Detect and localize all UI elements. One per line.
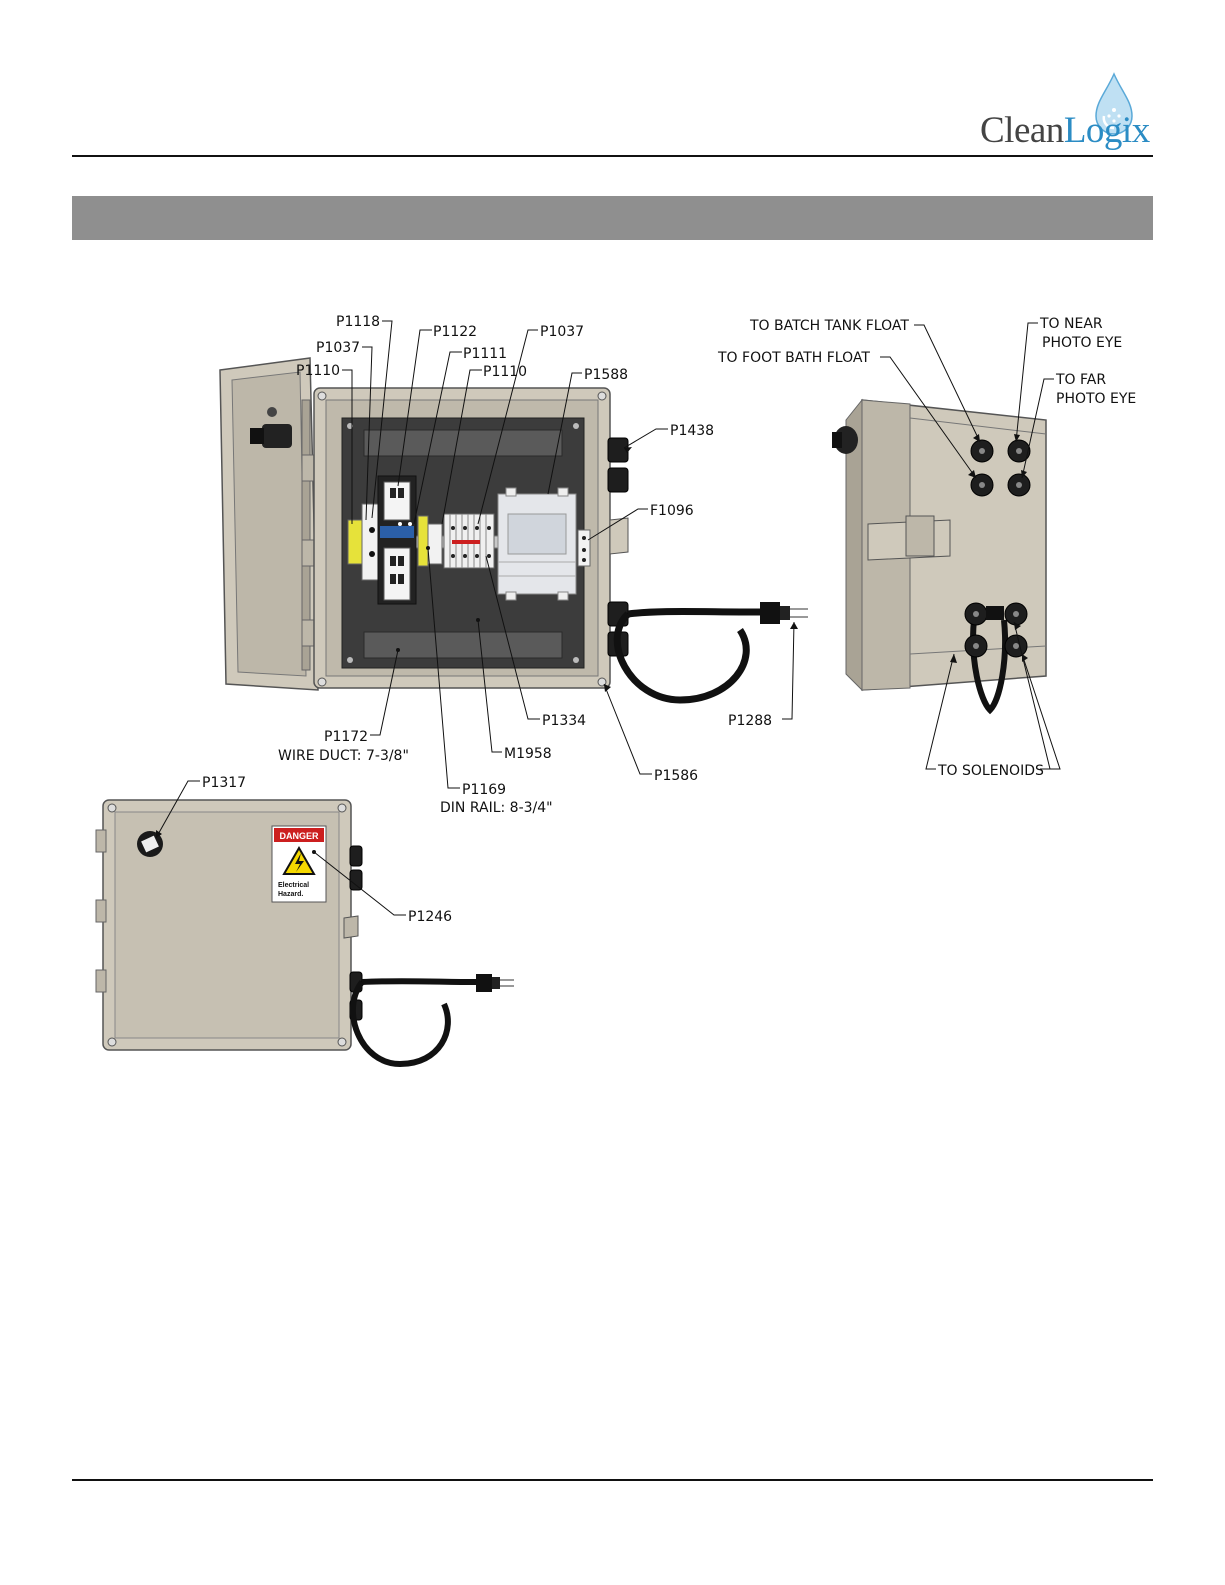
label-p1169: P1169	[462, 782, 506, 798]
label-to-near-photo-eye-1: TO NEAR	[1039, 316, 1103, 332]
label-p1288: P1288	[728, 713, 772, 729]
open-enclosure-view	[220, 358, 808, 700]
danger-label-header: DANGER	[279, 831, 319, 841]
label-p1110-right: P1110	[483, 364, 527, 380]
label-to-far-photo-eye-2: PHOTO EYE	[1056, 391, 1136, 407]
side-enclosure-view	[832, 400, 1046, 710]
label-p1037-right: P1037	[540, 324, 584, 340]
front-power-cord	[353, 974, 514, 1064]
label-p1586: P1586	[654, 768, 698, 784]
danger-label-line2: Hazard.	[278, 891, 303, 898]
label-p1334: P1334	[542, 713, 586, 729]
fuse-terminals	[578, 530, 590, 566]
label-din-rail: DIN RAIL: 8-3/4"	[440, 800, 553, 816]
label-f1096: F1096	[650, 503, 694, 519]
label-to-batch-tank-float: TO BATCH TANK FLOAT	[749, 318, 909, 334]
label-p1037-left: P1037	[316, 340, 360, 356]
label-p1317: P1317	[202, 775, 246, 791]
label-p1246: P1246	[408, 909, 452, 925]
label-wire-duct: WIRE DUCT: 7-3/8"	[278, 748, 409, 764]
label-to-solenoids: TO SOLENOIDS	[937, 763, 1044, 779]
label-p1118: P1118	[336, 314, 380, 330]
controller-module	[498, 488, 576, 600]
wire-duct-bottom	[364, 632, 562, 658]
label-to-near-photo-eye-2: PHOTO EYE	[1042, 335, 1122, 351]
side-switch-knob	[832, 426, 858, 454]
power-cord	[617, 602, 808, 700]
danger-label-line1: Electrical	[278, 882, 309, 889]
label-p1122: P1122	[433, 324, 477, 340]
label-p1110-left: P1110	[296, 363, 340, 379]
label-p1588: P1588	[584, 367, 628, 383]
wire-duct-top	[364, 430, 562, 456]
label-p1438: P1438	[670, 423, 714, 439]
label-p1111: P1111	[463, 346, 507, 362]
closed-enclosure-view: DANGER Electrical Hazard.	[96, 800, 514, 1064]
label-p1172: P1172	[324, 729, 368, 745]
label-m1958: M1958	[504, 746, 552, 762]
label-to-foot-bath-float: TO FOOT BATH FLOAT	[717, 350, 870, 366]
danger-label: DANGER Electrical Hazard.	[272, 826, 326, 902]
footer-rule	[72, 1479, 1153, 1481]
label-to-far-photo-eye-1: TO FAR	[1055, 372, 1106, 388]
power-supply	[378, 476, 416, 604]
